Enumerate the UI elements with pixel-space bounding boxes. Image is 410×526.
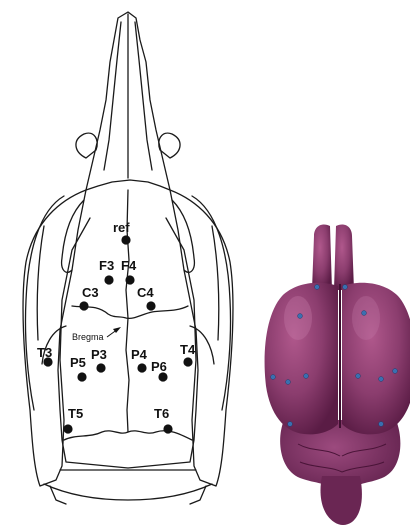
electrode-p5 <box>77 372 86 381</box>
electrode-c4 <box>146 301 155 310</box>
electrode-t4 <box>183 357 192 366</box>
label-t6: T6 <box>154 406 169 421</box>
occipital-condyles <box>50 486 206 504</box>
label-p5: P5 <box>70 355 86 370</box>
label-p6: P6 <box>151 359 167 374</box>
bregma-label: Bregma <box>72 332 104 342</box>
occipital-base <box>44 470 212 500</box>
electrode-t6 <box>163 424 172 433</box>
highlight-right <box>352 296 380 340</box>
brain-dot <box>393 369 398 374</box>
label-c3: C3 <box>82 285 99 300</box>
brain-dot <box>356 374 361 379</box>
electrode-t5 <box>63 424 72 433</box>
brainstem <box>321 476 362 525</box>
coronal-suture <box>72 306 188 318</box>
label-t5: T5 <box>68 406 83 421</box>
label-c4: C4 <box>137 285 154 300</box>
highlight-left <box>284 296 312 340</box>
olfactory-bulb-left <box>312 224 332 290</box>
label-f4: F4 <box>121 258 137 273</box>
brain-dot <box>379 377 384 382</box>
electrode-p3 <box>96 363 105 372</box>
electrode-f4 <box>125 275 134 284</box>
label-p4: P4 <box>131 347 148 362</box>
brain-dot <box>271 375 276 380</box>
electrode-p4 <box>137 363 146 372</box>
brain-model <box>265 224 410 525</box>
brain-dot <box>379 422 384 427</box>
label-f3: F3 <box>99 258 114 273</box>
brain-dot <box>304 374 309 379</box>
brain-dot <box>362 311 367 316</box>
brain-dot <box>343 285 348 290</box>
label-p3: P3 <box>91 347 107 362</box>
label-ref: ref <box>113 220 130 235</box>
label-t3: T3 <box>37 345 52 360</box>
electrodes <box>43 235 192 433</box>
brain-dot <box>298 314 303 319</box>
brain-dot <box>286 380 291 385</box>
electrode-c3 <box>79 301 88 310</box>
brain-dot <box>288 422 293 427</box>
brain-dot <box>315 285 320 290</box>
olfactory-bulb-right <box>334 224 354 290</box>
bregma-marker: Bregma <box>72 327 121 342</box>
electrode-f3 <box>104 275 113 284</box>
label-t4: T4 <box>180 342 196 357</box>
electrode-ref <box>121 235 130 244</box>
